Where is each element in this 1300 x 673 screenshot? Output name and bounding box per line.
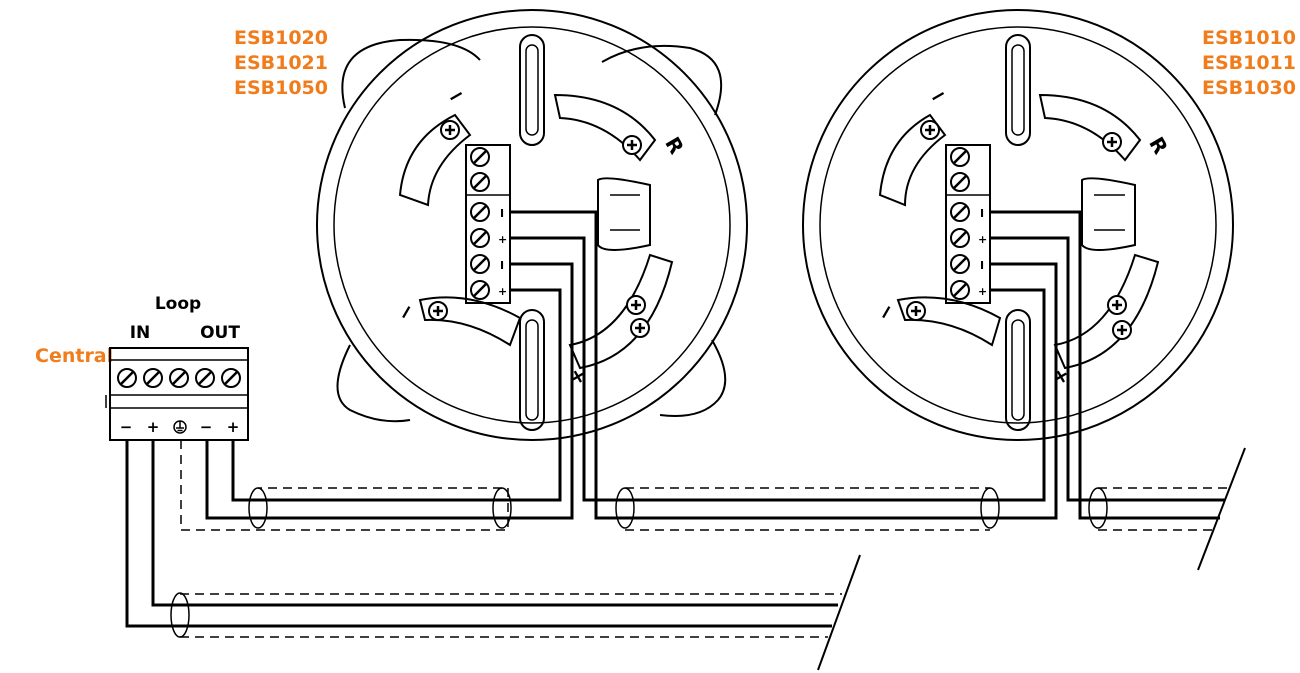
internal-wire [990, 210, 1082, 445]
screw-icon [194, 367, 216, 389]
terminal-mark: I [980, 259, 984, 272]
mounting-slot-bottom [519, 309, 545, 431]
screw-icon [625, 294, 647, 316]
mounting-ear [659, 339, 727, 417]
screw-icon [220, 367, 242, 389]
internal-wire [990, 236, 1070, 445]
screw-icon [949, 201, 971, 223]
mounting-slot-bottom [1005, 309, 1031, 431]
contact-arm-top-left [398, 113, 472, 207]
contact-arm-bottom-right [1053, 253, 1160, 370]
terminal-mark: I [980, 207, 984, 220]
detector-base-right: I + I + − − R + [802, 9, 1234, 445]
screw-icon [629, 317, 651, 339]
screw-icon [949, 253, 971, 275]
cable-break-mark [817, 554, 861, 671]
screw-icon [919, 119, 941, 141]
locking-tab [597, 177, 651, 251]
base-outer-ring [802, 9, 1234, 441]
screw-icon [1106, 294, 1128, 316]
pole-label-right: R [1144, 133, 1172, 158]
terminal-mark: + [978, 233, 987, 246]
internal-wire [990, 288, 1046, 445]
pole-label-left: − [871, 299, 900, 326]
internal-wire [510, 236, 586, 445]
screw-icon [142, 367, 164, 389]
terminal-label: − [120, 418, 133, 436]
base-outer-ring [316, 9, 748, 441]
pole-label-right: R [660, 133, 688, 158]
terminal-label: + [227, 418, 240, 436]
model-number: ESB1050 [234, 77, 328, 99]
cable-break-mark [1197, 447, 1246, 571]
loop-out-label: OUT [200, 323, 240, 343]
internal-wire [510, 210, 598, 445]
model-number: ESB1021 [234, 52, 328, 74]
pole-label-top: − [442, 81, 469, 110]
screw-icon [949, 279, 971, 301]
base-inner-ring [333, 26, 731, 424]
screw-icon [439, 119, 461, 141]
screw-icon [469, 201, 491, 223]
screw-icon [116, 367, 138, 389]
contact-arm-bottom-left [418, 296, 522, 347]
screw-icon [469, 146, 491, 168]
terminal-label: + [147, 418, 160, 436]
internal-wire [990, 262, 1058, 445]
loop-label: Loop [155, 294, 201, 314]
base-inner-ring [819, 26, 1217, 424]
pole-label-bottom: + [1047, 361, 1074, 390]
ground-icon [173, 420, 187, 434]
mounting-slot-top [1005, 34, 1031, 146]
model-number: ESB1020 [234, 27, 328, 49]
screw-icon [469, 227, 491, 249]
central-terminal-block: Central Loop IN OUT − + − + [35, 294, 249, 441]
contact-arm-bottom-right [568, 253, 674, 370]
screw-icon [1101, 131, 1123, 153]
screw-icon [949, 171, 971, 193]
mounting-ear [601, 44, 723, 116]
terminal-mark: + [498, 285, 507, 298]
loop-wiring [125, 440, 1246, 671]
contact-arm-top-right [553, 93, 657, 162]
screw-icon [949, 227, 971, 249]
mounting-ear [336, 344, 411, 423]
contact-arm-bottom-left [896, 296, 1002, 347]
screw-icon [469, 171, 491, 193]
internal-wire [510, 262, 574, 445]
internal-wire [510, 288, 562, 445]
loop-in-label: IN [130, 323, 151, 343]
screw-icon [949, 146, 971, 168]
terminal-mark: + [498, 233, 507, 246]
mounting-ear [341, 38, 481, 109]
terminal-mark: I [500, 259, 504, 272]
model-number: ESB1010 [1202, 27, 1296, 49]
model-number: ESB1011 [1202, 52, 1296, 74]
screw-icon [168, 367, 190, 389]
screw-icon [621, 134, 643, 156]
terminal-block [465, 144, 511, 304]
model-number: ESB1030 [1202, 77, 1296, 99]
screw-icon [1111, 319, 1133, 341]
locking-tab [1081, 177, 1136, 251]
screw-icon [427, 300, 449, 322]
detector-base-left: I + I + − − R + [316, 9, 748, 445]
screw-icon [905, 300, 927, 322]
contact-arm-top-right [1038, 93, 1142, 162]
terminal-block [945, 144, 991, 304]
terminal-label: − [200, 418, 213, 436]
pole-label-left: − [391, 299, 420, 326]
central-label: Central [35, 345, 113, 367]
pole-label-top: − [924, 81, 951, 110]
screw-icon [469, 279, 491, 301]
terminal-mark: + [978, 285, 987, 298]
screw-icon [469, 253, 491, 275]
mounting-slot-top [519, 34, 545, 146]
terminal-mark: I [500, 207, 504, 220]
